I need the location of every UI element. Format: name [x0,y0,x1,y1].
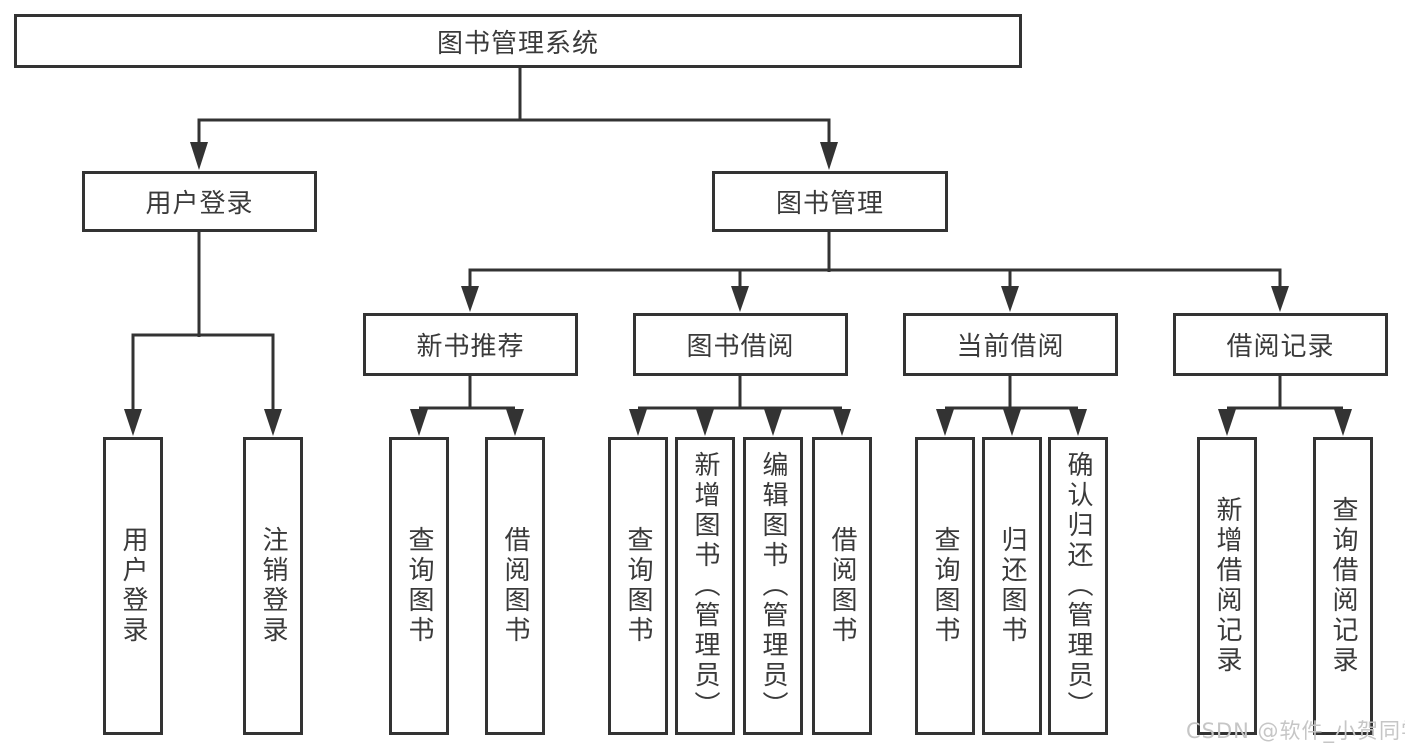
connector-root-to-level2 [197,68,831,143]
leaf-user-login: 用户登录 [103,437,163,735]
leaf-bb-borrow-books-label: 借阅图书 [827,526,857,646]
leaf-br-add-record: 新增借阅记录 [1197,437,1257,735]
leaf-cb-query-books: 查询图书 [915,437,975,735]
connector-book-management-branch [468,232,1282,288]
leaf-user-login-label: 用户登录 [118,526,148,646]
node-user-login-branch: 用户登录 [82,171,317,232]
leaf-bb-query-books-label: 查询图书 [623,526,653,646]
leaf-cb-confirm-return-admin: 确认归还（管理员） [1048,437,1108,735]
leaf-br-add-record-label: 新增借阅记录 [1212,496,1242,676]
leaf-cb-confirm-return-admin-label: 确认归还（管理员） [1063,451,1093,721]
leaf-br-query-record: 查询借阅记录 [1313,437,1373,735]
leaf-bb-query-books: 查询图书 [608,437,668,735]
connector-book-borrowing-group [638,376,842,410]
node-library-management-system: 图书管理系统 [14,14,1022,68]
leaf-nb-borrow-books: 借阅图书 [485,437,545,735]
node-new-book-recommend: 新书推荐 [363,313,578,376]
leaf-br-query-record-label: 查询借阅记录 [1328,496,1358,676]
node-book-management: 图书管理 [712,171,948,232]
leaf-bb-add-books-admin: 新增图书（管理员） [675,437,735,735]
leaf-logout: 注销登录 [243,437,303,735]
connector-current-borrowing-group [945,376,1078,410]
connector-user-login-branch [131,232,275,409]
connector-borrowing-records-group [1227,376,1343,410]
csdn-watermark: CSDN @软件_小贺同学 [1186,719,1405,743]
leaf-bb-edit-books-admin: 编辑图书（管理员） [743,437,803,735]
connector-new-book-group [419,376,515,410]
leaf-nb-query-books-label: 查询图书 [404,526,434,646]
leaf-cb-return-books: 归还图书 [982,437,1042,735]
leaf-bb-edit-books-admin-label: 编辑图书（管理员） [758,451,788,721]
leaf-bb-borrow-books: 借阅图书 [812,437,872,735]
leaf-cb-return-books-label: 归还图书 [997,526,1027,646]
leaf-bb-add-books-admin-label: 新增图书（管理员） [690,451,720,721]
node-current-borrowing: 当前借阅 [903,313,1118,376]
leaf-cb-query-books-label: 查询图书 [930,526,960,646]
leaf-logout-label: 注销登录 [258,526,288,646]
node-borrowing-records: 借阅记录 [1173,313,1388,376]
leaf-nb-borrow-books-label: 借阅图书 [500,526,530,646]
arrowheads [124,142,1352,436]
node-book-borrowing: 图书借阅 [633,313,848,376]
leaf-nb-query-books: 查询图书 [389,437,449,735]
